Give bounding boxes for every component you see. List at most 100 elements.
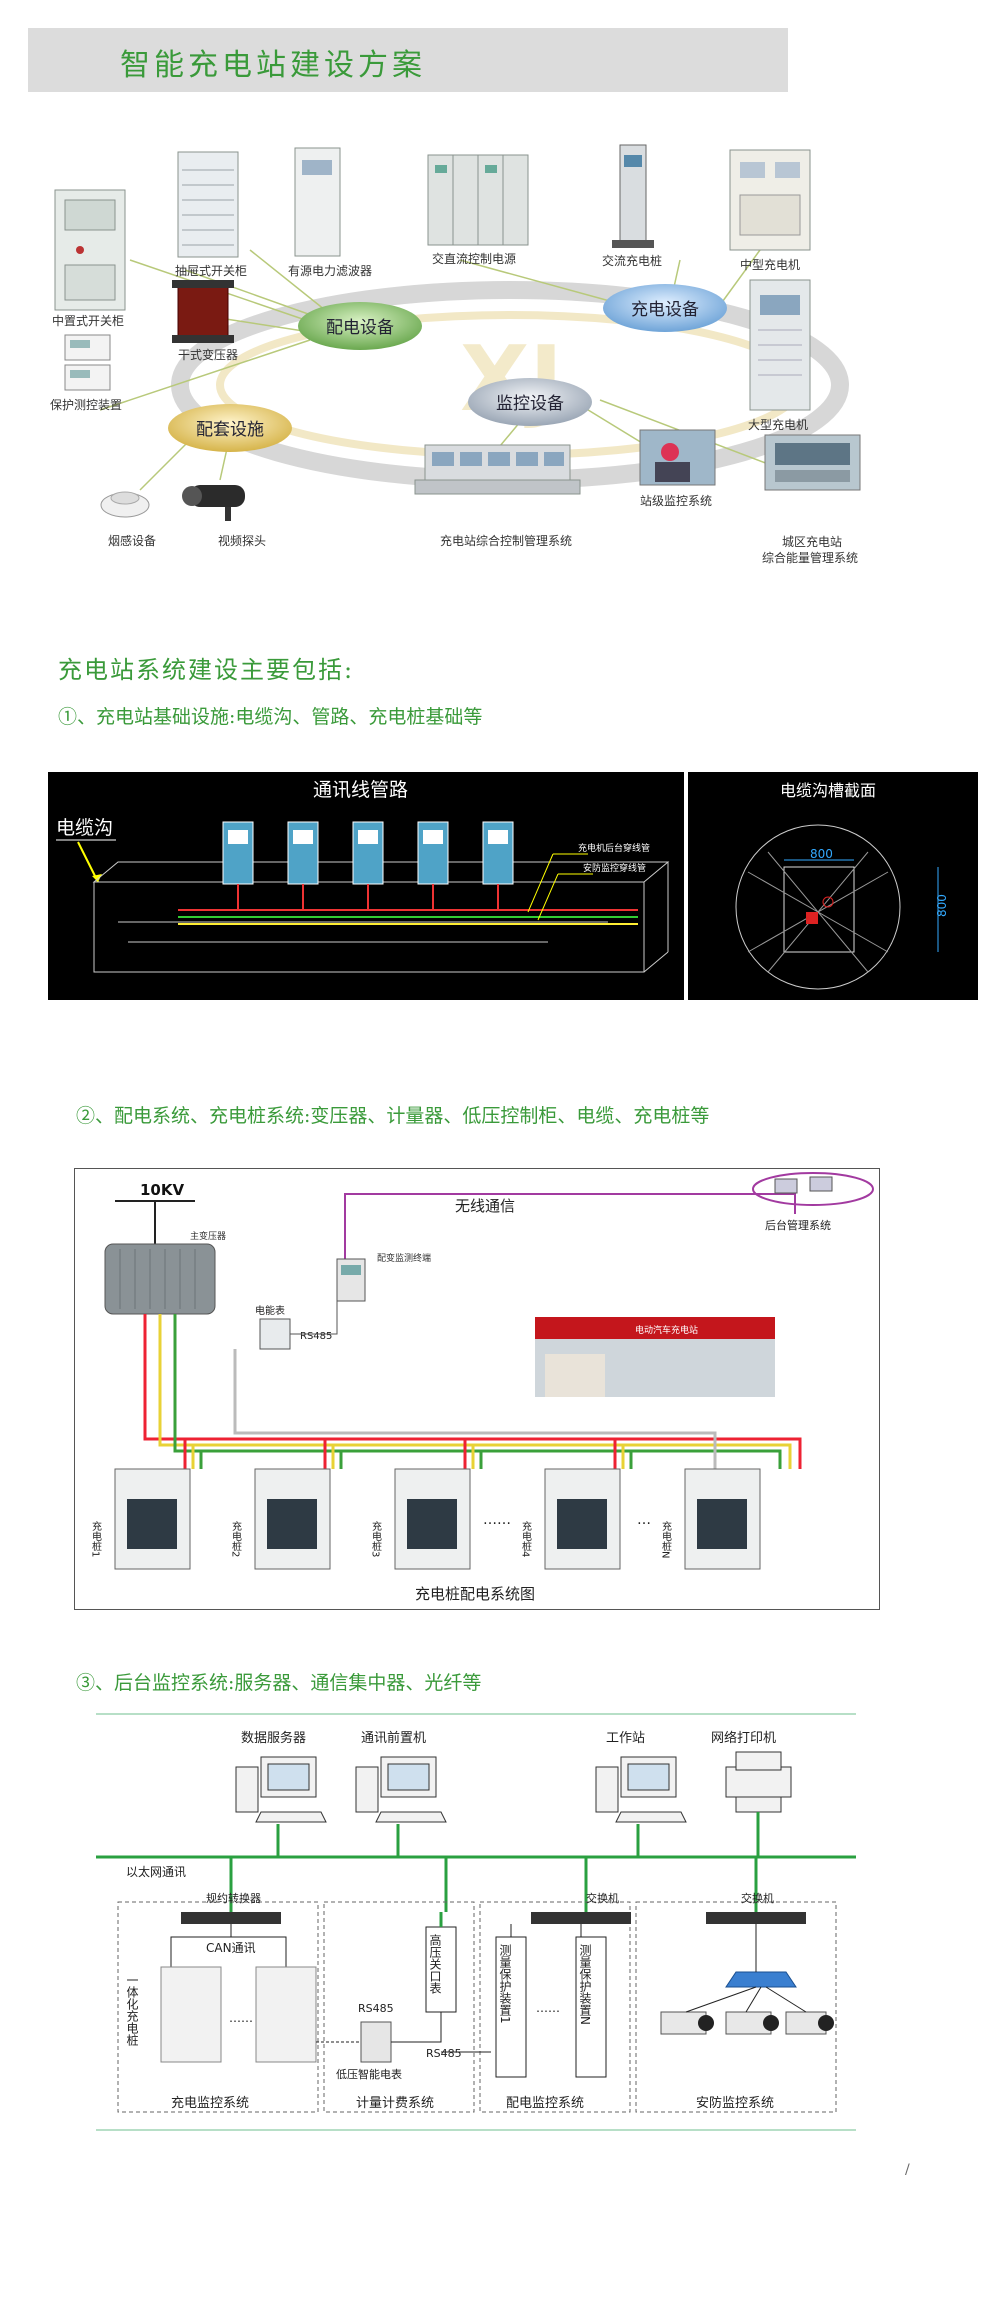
active-filter-image	[294, 147, 341, 257]
trench-diagram-right: 电缆沟槽截面 800 800	[688, 772, 978, 1000]
large-charger-image	[749, 279, 811, 411]
hub-distribution	[298, 302, 422, 350]
terminal-label: 配变监测终端	[377, 1252, 431, 1264]
label-mid-switchgear: 中置式开关柜	[52, 314, 125, 328]
label-mid-charger: 中型充电机	[740, 258, 801, 272]
pile-image-1	[160, 1966, 222, 2063]
comm-front-label: 通讯前置机	[361, 1730, 426, 1746]
meter-label: 电能表	[255, 1304, 285, 1317]
wireless-label: 无线通信	[455, 1197, 515, 1215]
switch-1-label: 交换机	[586, 1891, 619, 1905]
meter-image	[259, 1318, 291, 1350]
switch-1-device	[531, 1912, 631, 1924]
overview-diagram: XJ 配电设备 充电设备 监控设备 配套设施	[40, 140, 900, 600]
main-transformer-label: 主变压器	[190, 1230, 226, 1242]
backend-label: 后台管理系统	[765, 1218, 831, 1232]
protocol-converter-label: 规约转换器	[206, 1891, 261, 1905]
smoke-detector-image	[100, 491, 150, 518]
canopy-sign: 电动汽车充电站	[635, 1324, 698, 1336]
pile-dots: ……	[229, 2011, 253, 2025]
page-title: 智能充电站建设方案	[120, 48, 426, 83]
item-2-heading: ②、配电系统、充电桩系统:变压器、计量器、低压控制柜、电缆、充电桩等	[76, 1105, 710, 1127]
title-bar	[28, 28, 788, 92]
sys-3-label: 配电监控系统	[506, 2096, 584, 2111]
rs485-a-label: RS485	[358, 2002, 394, 2015]
label-active-filter: 有源电力滤波器	[288, 264, 373, 278]
ethernet-label: 以太网通讯	[126, 1864, 186, 1879]
lv-meter-image	[360, 2021, 392, 2063]
pile-3-label: 充电桩3	[370, 1520, 382, 1558]
page-mark: /	[905, 2162, 910, 2178]
city-energy-image	[764, 434, 861, 491]
protection-dots: ……	[536, 2001, 560, 2015]
section-heading: 充电站系统建设主要包括:	[58, 656, 355, 684]
printer-label: 网络打印机	[711, 1730, 776, 1746]
overview-svg: XJ 配电设备 充电设备 监控设备 配套设施	[54, 144, 861, 521]
label-ac-pile: 交流充电桩	[602, 254, 663, 268]
can-label: CAN通讯	[206, 1941, 256, 1955]
station-monitor-image	[639, 429, 716, 486]
voltage-label: 10KV	[140, 1181, 184, 1199]
security-monitor-box	[635, 1901, 837, 2113]
sys-1-label: 充电监控系统	[171, 2095, 249, 2111]
label-station-monitor: 站级监控系统	[640, 494, 713, 508]
hub-charging	[603, 284, 727, 332]
trench-width-dim: 800	[810, 847, 833, 861]
acdc-power-image	[427, 154, 529, 246]
integrated-pile-label: 一体化充电桩	[125, 1974, 139, 2046]
pile-4-label: 充电桩4	[520, 1520, 532, 1558]
video-camera-image	[182, 485, 245, 521]
protection-device-image	[64, 334, 111, 391]
mid-switchgear-image	[54, 189, 126, 311]
label-drawer-switchgear: 抽屉式开关柜	[175, 264, 248, 278]
drawer-switchgear-image	[177, 151, 239, 258]
monitoring-diagram: 数据服务器 通讯前置机 工作站 网络打印机 以太网通讯 规约转换器 交换机 交换…	[96, 1712, 856, 2142]
power-distribution-diagram: 10KV 主变压器 无线通信 后台管理系统 配变监测终端 电能表 RS485 电…	[74, 1168, 880, 1610]
main-transformer-image	[104, 1243, 216, 1315]
pipe-2-label: 安防监控穿线管	[583, 862, 646, 874]
trench-diagram-left: 通讯线管路 电缆沟	[48, 772, 684, 1000]
lv-meter-label: 低压智能电表	[336, 2067, 402, 2081]
trench-left-title: 通讯线管路	[313, 779, 408, 801]
cable-trench-label: 电缆沟	[56, 817, 113, 839]
mid-charger-image	[729, 149, 811, 251]
label-acdc-power: 交直流控制电源	[432, 252, 517, 266]
pile-n-label: 充电桩N	[660, 1520, 672, 1559]
switch-2-label: 交换机	[741, 1891, 774, 1905]
protocol-converter-device	[181, 1912, 281, 1924]
charging-monitor-box	[117, 1901, 319, 2113]
label-station-control: 充电站综合控制管理系统	[440, 534, 573, 548]
rs485-b-label: RS485	[426, 2047, 462, 2060]
sys-4-label: 安防监控系统	[696, 2095, 774, 2111]
trench-section-title: 电缆沟槽截面	[780, 781, 876, 800]
pile-image-2	[255, 1966, 317, 2063]
label-smoke-device: 烟感设备	[108, 534, 157, 548]
hv-meter-box	[425, 1926, 457, 2013]
trench-height-dim: 800	[935, 894, 949, 917]
security-switch-image	[725, 1971, 797, 1988]
hv-meter-label: 高压关口表	[428, 1933, 442, 1994]
hub-supporting-label: 配套设施	[196, 420, 264, 440]
protection-device-1-label: 测量保护装置1	[498, 1944, 512, 2024]
hub-charging-label: 充电设备	[631, 300, 699, 320]
item-1-heading: ①、充电站基础设施:电缆沟、管路、充电桩基础等	[58, 706, 483, 728]
charging-piles	[114, 1468, 761, 1570]
pile-1-label: 充电桩1	[90, 1520, 102, 1558]
pipe-1-label: 充电机后台穿线管	[578, 842, 650, 854]
pile-2-label: 充电桩2	[230, 1520, 242, 1558]
sys-2-label: 计量计费系统	[356, 2096, 434, 2111]
distribution-monitor-box	[479, 1901, 631, 2113]
item-3-heading: ③、后台监控系统:服务器、通信集中器、光纤等	[76, 1672, 482, 1694]
protection-device-n-label: 测量保护装置N	[578, 1944, 592, 2025]
hub-monitoring-label: 监控设备	[496, 394, 564, 414]
workstation-label: 工作站	[606, 1731, 645, 1746]
hub-supporting	[168, 404, 292, 452]
label-large-charger: 大型充电机	[748, 418, 809, 432]
control-console-image	[414, 444, 581, 495]
ac-pile-image	[612, 144, 654, 248]
switch-2-device	[706, 1912, 806, 1924]
label-protection-device: 保护测控装置	[50, 398, 123, 412]
rs485-label: RS485	[300, 1331, 332, 1342]
hub-distribution-label: 配电设备	[326, 318, 394, 338]
label-video-probe: 视频探头	[218, 534, 267, 548]
